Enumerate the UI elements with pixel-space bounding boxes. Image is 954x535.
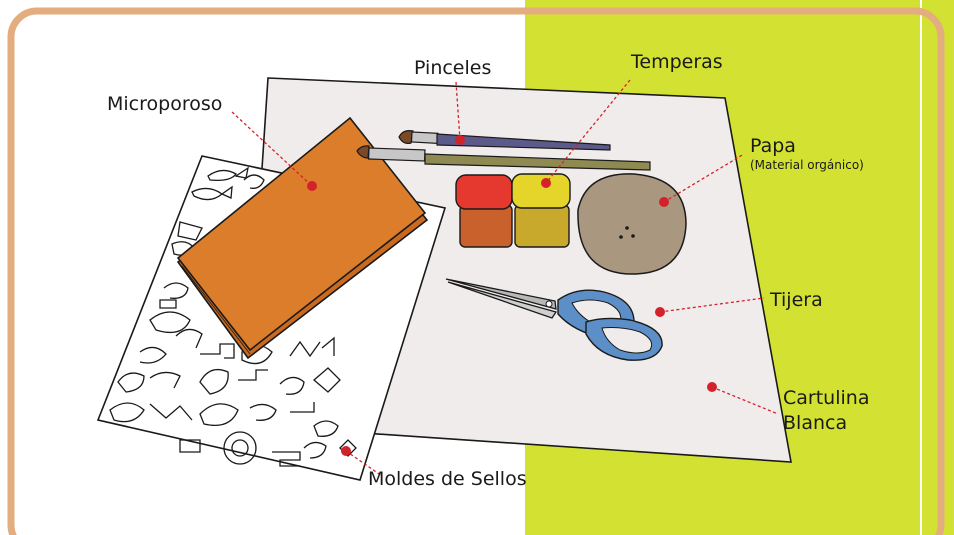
marker-tijera <box>655 307 665 317</box>
marker-temperas <box>541 178 551 188</box>
label-cartulina-line1: Cartulina <box>783 387 869 409</box>
scissors <box>445 278 663 361</box>
marker-cartulina <box>707 382 717 392</box>
panel-border <box>7 7 945 535</box>
label-cartulina-line2: Blanca <box>783 412 847 434</box>
label-pinceles: Pinceles <box>414 57 491 79</box>
label-papa-note: (Material orgánico) <box>750 158 864 172</box>
label-microporoso: Microporoso <box>107 93 222 115</box>
brushes <box>356 130 651 171</box>
potato <box>577 173 687 275</box>
marker-microporoso <box>307 181 317 191</box>
leader-lines <box>231 79 779 477</box>
label-moldes: Moldes de Sellos <box>368 468 527 490</box>
marker-moldes <box>341 446 351 456</box>
marker-dots <box>307 135 717 456</box>
marker-papa <box>659 197 669 207</box>
label-temperas: Temperas <box>630 51 723 73</box>
marker-pinceles <box>455 135 465 145</box>
paint-jars <box>455 173 571 248</box>
label-papa: Papa <box>750 135 796 157</box>
label-tijera: Tijera <box>769 289 823 311</box>
foam-sheet <box>176 116 429 360</box>
